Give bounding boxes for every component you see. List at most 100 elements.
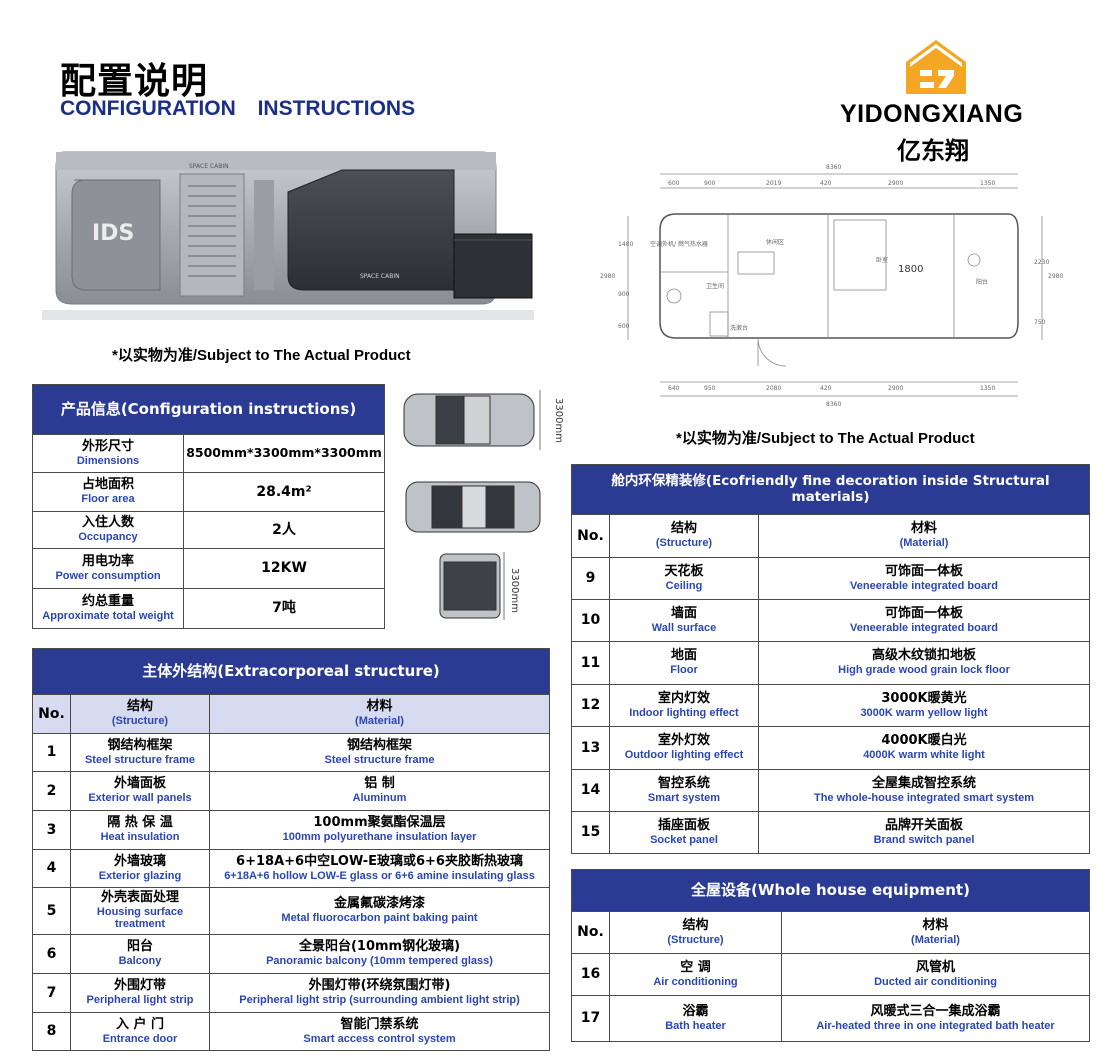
row-material-en: Steel structure frame (324, 753, 435, 766)
row-structure-en: Wall surface (651, 621, 717, 634)
row-material-en: Veneerable integrated board (850, 579, 998, 592)
row-material-cn: 可饰面一体板 (885, 605, 964, 621)
decoration-header: 舱内环保精装修(Ecofriendly fine decoration insi… (570, 464, 1091, 515)
row-material-cn: 高级木纹锁扣地板 (872, 648, 977, 664)
row-material-cn: 外围灯带(环绕氛围灯带) (308, 978, 451, 994)
row-material-cn: 4000K暖白光 (881, 733, 967, 749)
row-no: 2 (32, 771, 71, 811)
col-material-en: (Material) (355, 715, 404, 728)
plan-dim-bot-1: 640 (668, 385, 680, 392)
row-structure-cn: 外墙玻璃 (113, 853, 166, 869)
row-material-cn: 可饰面一体板 (885, 563, 964, 579)
plan-room-balcony: 阳台 (976, 278, 988, 286)
plan-dim-bot-2: 950 (704, 385, 716, 392)
plan-dim-top-6: 1350 (980, 180, 995, 187)
brand-logo-icon (906, 40, 966, 94)
row-material-cn: 全景阳台(10mm钢化玻璃) (298, 939, 461, 955)
plan-dim-left-2: 900 (618, 291, 630, 298)
row-material-en: Panoramic balcony (10mm tempered glass) (266, 955, 493, 968)
row-label-en: Approximate total weight (42, 609, 174, 622)
row-structure-en: Entrance door (102, 1032, 178, 1045)
row-material-en: Brand switch panel (873, 833, 975, 846)
row-no: 16 (571, 953, 610, 996)
product-top-label: SPACE CABIN (189, 163, 229, 170)
row-material-cn: 铝 制 (364, 776, 395, 792)
row-structure-en: Heat insulation (100, 831, 180, 844)
col-structure-cn: 结构 (126, 699, 153, 715)
row-material-en: Smart access control system (303, 1032, 456, 1045)
row-label-en: Occupancy (78, 531, 138, 544)
row-material-en: Aluminum (352, 792, 407, 805)
brand-name-en: YIDONGXIANG (840, 100, 1024, 128)
plan-dim-left-3: 600 (618, 323, 630, 330)
row-label-en: Floor area (81, 493, 135, 506)
row-material-cn: 智能门禁系统 (340, 1016, 419, 1032)
row-structure-cn: 外墙面板 (113, 776, 166, 792)
row-material-en: 6+18A+6 hollow LOW-E glass or 6+6 amine … (224, 869, 535, 882)
row-structure-en: Steel structure frame (84, 753, 196, 766)
row-structure-en: Bath heater (665, 1019, 726, 1032)
row-no: 10 (571, 599, 610, 642)
row-material-cn: 全屋集成智控系统 (872, 775, 977, 791)
row-structure-en: Outdoor lighting effect (624, 749, 744, 762)
plan-dim-top-3: 2019 (766, 180, 781, 187)
equipment-table: 全屋设备(Whole house equipment) No. 结构(Struc… (571, 869, 1090, 1042)
row-structure-cn: 入 户 门 (115, 1016, 165, 1032)
plan-dim-top-4: 420 (820, 180, 832, 187)
row-structure-cn: 天花板 (664, 563, 704, 579)
product-side-label: SPACE CABIN (360, 273, 400, 280)
equipment-header: 全屋设备(Whole house equipment) (571, 869, 1090, 912)
row-value: 2人 (182, 511, 386, 549)
plan-dim-top-2: 900 (704, 180, 716, 187)
plan-dim-bot-3: 2080 (766, 385, 781, 392)
row-no: 7 (32, 973, 71, 1013)
row-no: 1 (32, 733, 71, 772)
row-structure-en: Floor (670, 664, 698, 677)
row-label-cn: 入住人数 (81, 515, 134, 531)
row-structure-en: Housing surface treatment (96, 905, 184, 931)
plan-dim-right-2: 750 (1034, 319, 1046, 326)
page-title-en: CONFIGURATION INSTRUCTIONS (60, 97, 416, 120)
col-material-cn: 材料 (911, 521, 938, 537)
side-view-dim-bottom: 3300mm (509, 568, 520, 613)
plan-room-ac: 空调外机/ 燃气热水器 (650, 240, 708, 248)
col-structure-cn: 结构 (670, 521, 697, 537)
row-structure-cn: 室内灯效 (657, 690, 710, 706)
col-structure-en: (Structure) (667, 933, 724, 946)
row-material-en: Veneerable integrated board (850, 621, 998, 634)
row-structure-en: Indoor lighting effect (629, 706, 739, 719)
row-no: 11 (571, 641, 610, 685)
col-material-cn: 材料 (922, 917, 949, 933)
row-material-en: Ducted air conditioning (874, 975, 997, 988)
row-material-cn: 6+18A+6中空LOW-E玻璃或6+6夹胶断热玻璃 (236, 853, 523, 869)
row-no: 9 (571, 557, 610, 600)
row-material-cn: 3000K暖黄光 (881, 690, 967, 706)
row-structure-en: Exterior glazing (98, 869, 182, 882)
row-no: 14 (571, 769, 610, 812)
plan-dim-right-total: 2980 (1048, 273, 1063, 280)
plan-bed-dim: 1800 (898, 264, 923, 275)
product-logo-text: IDS (92, 221, 134, 246)
page-title-cn: 配置说明 (60, 61, 209, 102)
row-material-en: 100mm polyurethane insulation layer (282, 831, 477, 844)
row-material-cn: 金属氟碳漆烤漆 (334, 896, 426, 912)
row-structure-cn: 钢结构框架 (107, 737, 173, 753)
col-structure-en: (Structure) (655, 537, 713, 550)
product-image: IDS SPACE CABIN SPACE CABIN (42, 151, 534, 320)
row-label-cn: 外形尺寸 (81, 438, 134, 454)
decoration-table: 舱内环保精装修(Ecofriendly fine decoration insi… (570, 464, 1091, 854)
